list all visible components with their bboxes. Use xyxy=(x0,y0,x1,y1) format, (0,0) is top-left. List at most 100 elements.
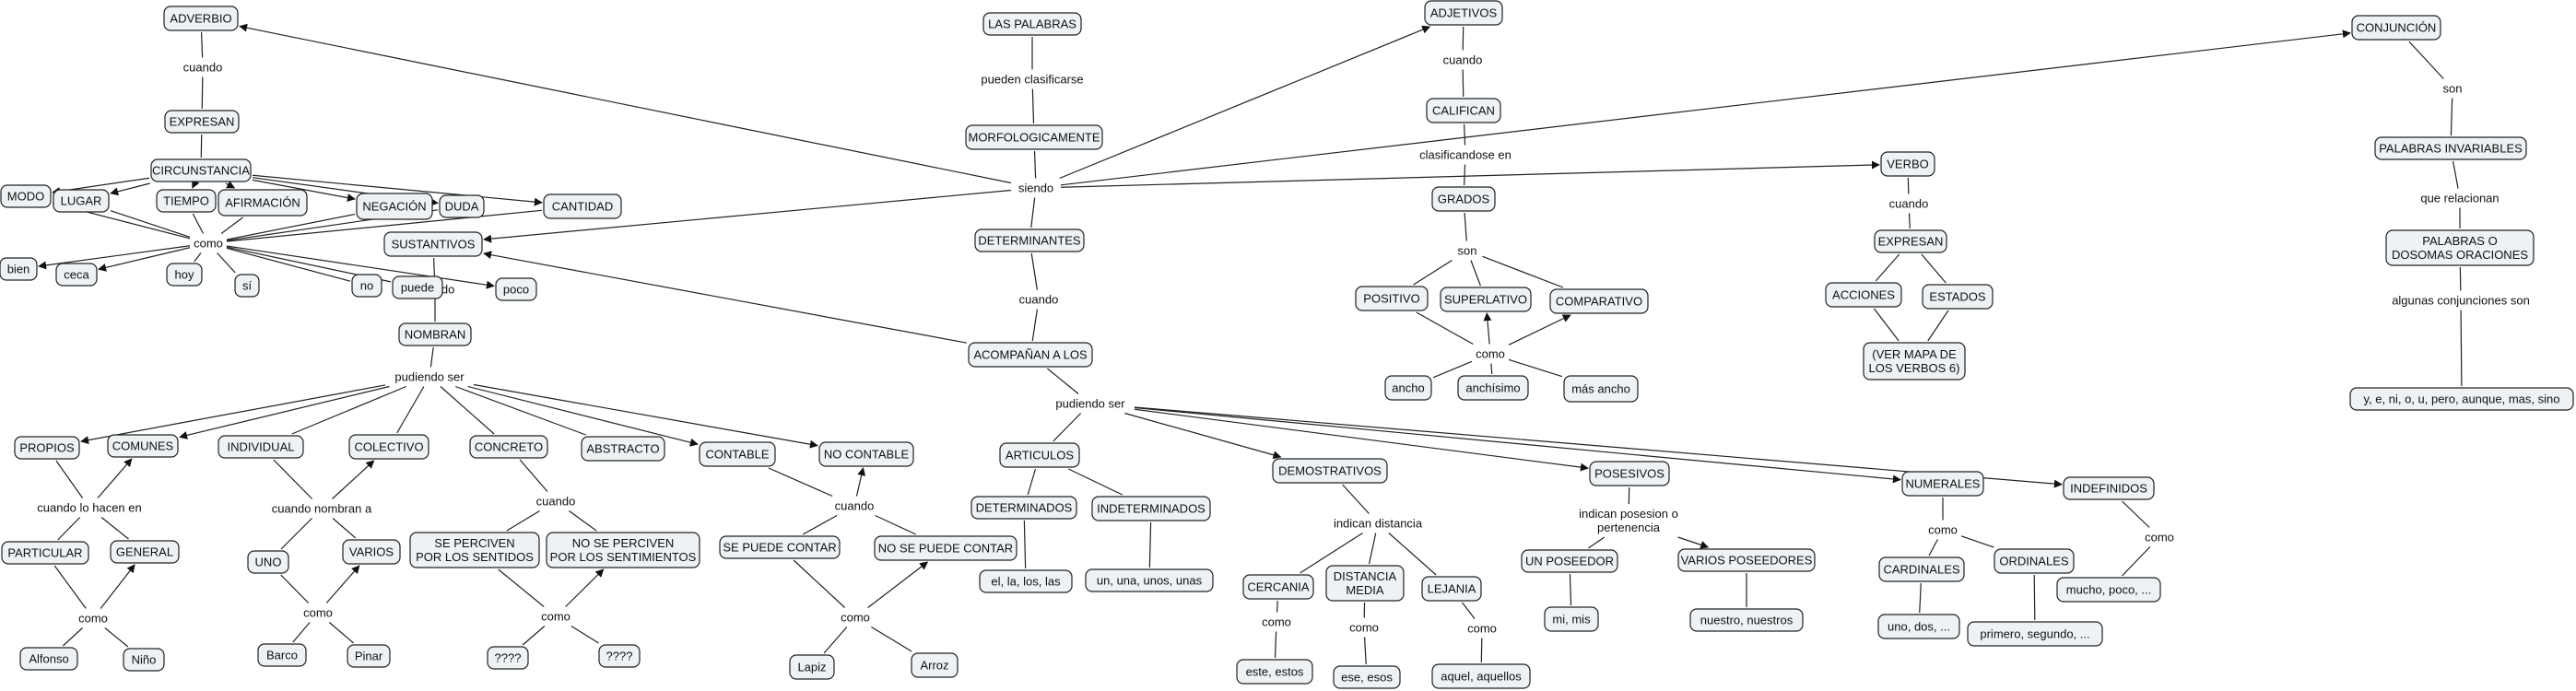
concept-lejania[interactable]: LEJANIA xyxy=(1421,576,1482,602)
concept-cardinales[interactable]: CARDINALES xyxy=(1878,556,1965,582)
concept-positivo[interactable]: POSITIVO xyxy=(1355,286,1429,311)
link-phrase-text: como xyxy=(1467,622,1497,636)
concept-pinar[interactable]: Pinar xyxy=(347,644,391,668)
concept-label: PARTICULAR xyxy=(7,546,82,560)
concept-anchisimo[interactable]: anchísimo xyxy=(1457,375,1529,401)
concept-no-se-puede-contar[interactable]: NO SE PUEDE CONTAR xyxy=(874,535,1017,561)
concept-modo[interactable]: MODO xyxy=(0,184,52,208)
concept-q2[interactable]: ???? xyxy=(598,644,641,668)
concept-poco[interactable]: poco xyxy=(495,277,537,301)
concept-estados[interactable]: ESTADOS xyxy=(1922,284,1994,310)
concept-acompanan[interactable]: ACOMPAÑAN A LOS xyxy=(968,342,1093,368)
concept-si[interactable]: sí xyxy=(234,274,260,298)
concept-mi-mis[interactable]: mi, mis xyxy=(1544,606,1599,632)
concept-las-palabras[interactable]: LAS PALABRAS xyxy=(982,12,1082,36)
concept-circunstancia[interactable]: CIRCUNSTANCIA xyxy=(150,158,252,182)
concept-particular[interactable]: PARTICULAR xyxy=(1,541,89,565)
concept-superlativo[interactable]: SUPERLATIVO xyxy=(1440,287,1532,312)
concept-el-la[interactable]: el, la, los, las xyxy=(979,569,1073,593)
concept-califican[interactable]: CALIFICAN xyxy=(1426,98,1501,123)
concept-no[interactable]: no xyxy=(351,274,382,298)
concept-arroz[interactable]: Arroz xyxy=(911,652,959,678)
concept-propios[interactable]: PROPIOS xyxy=(14,436,80,460)
concept-varios[interactable]: VARIOS xyxy=(342,539,401,565)
concept-lapiz[interactable]: Lapiz xyxy=(789,654,835,680)
concept-indefinidos[interactable]: INDEFINIDOS xyxy=(2063,476,2155,500)
concept-posesivos[interactable]: POSESIVOS xyxy=(1589,461,1670,486)
concept-nino[interactable]: Niño xyxy=(123,648,165,672)
concept-afirmacion[interactable]: AFIRMACIÓN xyxy=(218,189,308,217)
concept-bien[interactable]: bien xyxy=(0,257,38,281)
concept-ancho[interactable]: ancho xyxy=(1384,375,1432,401)
concept-ese[interactable]: ese, esos xyxy=(1333,665,1401,689)
concept-morfologicamente[interactable]: MORFOLOGICAMENTE xyxy=(965,124,1103,150)
concept-puede[interactable]: puede xyxy=(392,275,443,299)
concept-alfonso[interactable]: Alfonso xyxy=(19,647,78,671)
concept-negacion[interactable]: NEGACIÓN xyxy=(356,193,433,220)
concept-aquel[interactable]: aquel, aquellos xyxy=(1431,663,1531,689)
concept-hoy[interactable]: hoy xyxy=(166,263,203,287)
link-phrase-conj-son: son xyxy=(2439,80,2466,97)
concept-label: TIEMPO xyxy=(163,194,209,208)
concept-primero[interactable]: primero, segundo, ... xyxy=(1967,621,2103,647)
concept-este[interactable]: este, estos xyxy=(1236,659,1313,685)
concept-lugar[interactable]: LUGAR xyxy=(53,189,110,213)
concept-un-una[interactable]: un, una, unos, unas xyxy=(1085,568,1214,592)
concept-se-puede-contar[interactable]: SE PUEDE CONTAR xyxy=(719,535,841,559)
concept-ordinales[interactable]: ORDINALES xyxy=(1994,548,2075,574)
concept-comunes[interactable]: COMUNES xyxy=(107,434,179,458)
concept-determinantes[interactable]: DETERMINANTES xyxy=(974,228,1085,252)
concept-acciones[interactable]: ACCIONES xyxy=(1825,282,1902,308)
concept-mas-ancho[interactable]: más ancho xyxy=(1563,375,1639,403)
concept-colectivo[interactable]: COLECTIVO xyxy=(348,434,429,460)
concept-conjuncion[interactable]: CONJUNCIÓN xyxy=(2351,15,2441,41)
concept-uno[interactable]: UNO xyxy=(247,550,289,574)
concept-label: uno, dos, ... xyxy=(1888,620,1950,634)
concept-general[interactable]: GENERAL xyxy=(110,540,180,564)
concept-contable[interactable]: CONTABLE xyxy=(699,441,776,467)
concept-palabras-invariables[interactable]: PALABRAS INVARIABLES xyxy=(2374,136,2527,160)
concept-conj-list[interactable]: y, e, ni, o, u, pero, aunque, mas, sino xyxy=(2349,387,2574,411)
concept-adverbio[interactable]: ADVERBIO xyxy=(163,6,239,31)
concept-determinados[interactable]: DETERMINADOS xyxy=(970,496,1077,520)
concept-concreto[interactable]: CONCRETO xyxy=(469,435,548,459)
concept-nuestro[interactable]: nuestro, nuestros xyxy=(1689,608,1804,632)
concept-varios-poseedores[interactable]: VARIOS POSEEDORES xyxy=(1677,548,1816,572)
concept-verbo[interactable]: VERBO xyxy=(1880,151,1935,177)
concept-nombran[interactable]: NOMBRAN xyxy=(398,322,472,346)
concept-mucho[interactable]: mucho, poco, ... xyxy=(2056,577,2161,603)
concept-label: CANTIDAD xyxy=(552,200,613,214)
concept-cercania[interactable]: CERCANIA xyxy=(1242,574,1314,600)
concept-q1[interactable]: ???? xyxy=(487,646,529,670)
concept-numerales[interactable]: NUMERALES xyxy=(1901,471,1984,497)
concept-label: EXPRESAN xyxy=(1878,235,1944,249)
concept-un-poseedor[interactable]: UN POSEEDOR xyxy=(1521,549,1618,573)
concept-abstracto[interactable]: ABSTRACTO xyxy=(581,436,665,462)
concept-duda[interactable]: DUDA xyxy=(439,194,485,218)
concept-demostrativos[interactable]: DEMOSTRATIVOS xyxy=(1272,458,1388,484)
concept-cantidad[interactable]: CANTIDAD xyxy=(543,193,622,219)
concept-barco[interactable]: Barco xyxy=(257,643,307,667)
concept-label: MORFOLOGICAMENTE xyxy=(968,131,1100,145)
concept-expresan-verbo[interactable]: EXPRESAN xyxy=(1874,229,1947,253)
concept-comparativo[interactable]: COMPARATIVO xyxy=(1549,288,1649,314)
concept-no-contable[interactable]: NO CONTABLE xyxy=(818,441,914,467)
concept-ceca[interactable]: ceca xyxy=(55,263,98,287)
concept-sustantivos[interactable]: SUSTANTIVOS xyxy=(383,231,483,257)
link-phrase-text: clasificandose en xyxy=(1419,148,1511,162)
concept-articulos[interactable]: ARTICULOS xyxy=(999,442,1080,468)
concept-grados[interactable]: GRADOS xyxy=(1431,186,1496,212)
concept-indeterminados[interactable]: INDETERMINADOS xyxy=(1091,496,1211,521)
concept-tiempo[interactable]: TIEMPO xyxy=(156,189,217,213)
concept-expresan-adv[interactable]: EXPRESAN xyxy=(164,110,240,134)
concept-individual[interactable]: INDIVIDUAL xyxy=(218,435,304,459)
edge-pudiendo-ser-sust-to-colectivo xyxy=(396,386,425,434)
concept-adjetivos[interactable]: ADJETIVOS xyxy=(1424,0,1503,26)
concept-uno-dos[interactable]: uno, dos, ... xyxy=(1877,614,1960,639)
